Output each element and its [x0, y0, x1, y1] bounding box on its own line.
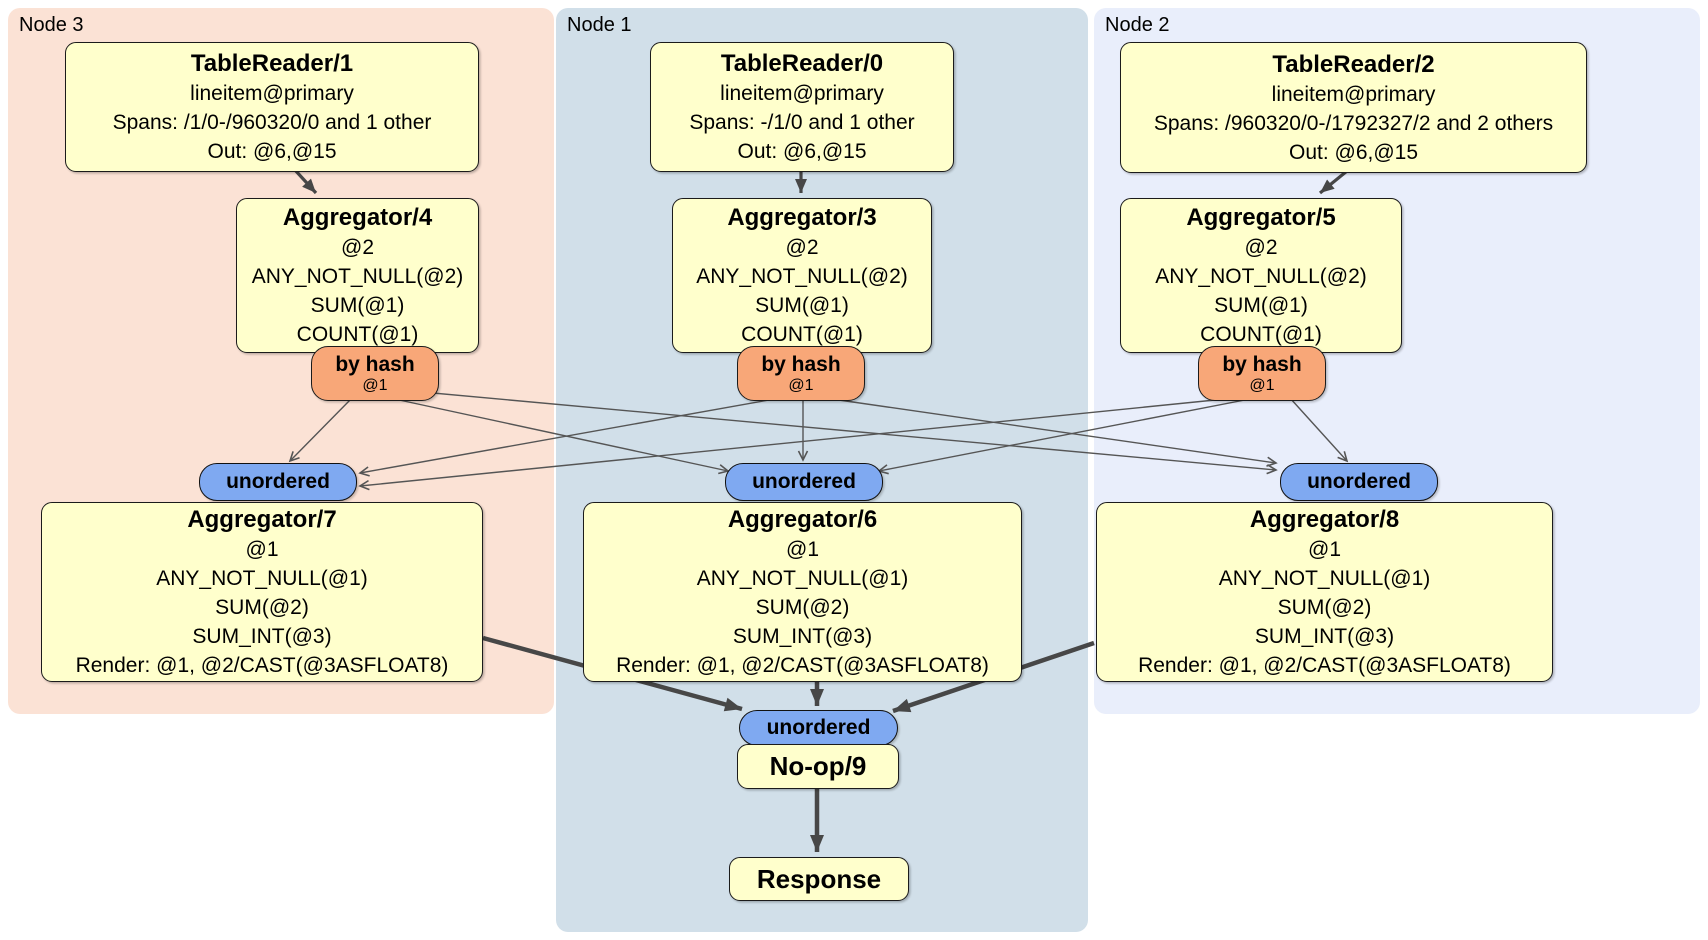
- router-stream: @1: [788, 376, 814, 394]
- sync-label: unordered: [226, 470, 330, 493]
- sync-label: unordered: [752, 470, 856, 493]
- processor-line: lineitem@primary: [190, 82, 354, 105]
- router-by-hash-4: by hash @1: [311, 346, 439, 401]
- processor-line: Spans: -/1/0 and 1 other: [689, 111, 915, 134]
- processor-line: SUM_INT(@3): [192, 625, 332, 648]
- processor-line: Spans: /960320/0-/1792327/2 and 2 others: [1153, 111, 1554, 135]
- router-by-hash-5: by hash @1: [1198, 346, 1326, 401]
- processor-title: Aggregator/4: [282, 204, 433, 231]
- processor-title: No-op/9: [769, 751, 867, 781]
- processor-line: Out: @6,@15: [737, 140, 867, 163]
- processor-title: Aggregator/5: [1186, 204, 1336, 231]
- processor-aggregator-7: Aggregator/7 @1 ANY_NOT_NULL(@1) SUM(@2)…: [41, 502, 483, 682]
- processor-line: Render: @1, @2/CAST(@3ASFLOAT8): [75, 654, 449, 677]
- processor-title: Aggregator/6: [727, 506, 878, 533]
- processor-line: Out: @6,@15: [1288, 140, 1419, 164]
- processor-aggregator-6: Aggregator/6 @1 ANY_NOT_NULL(@1) SUM(@2)…: [583, 502, 1022, 682]
- sync-label: unordered: [766, 716, 871, 739]
- processor-tablereader-1: TableReader/1 lineitem@primary Spans: /1…: [65, 42, 479, 172]
- processor-line: SUM(@1): [1214, 294, 1308, 317]
- processor-aggregator-8: Aggregator/8 @1 ANY_NOT_NULL(@1) SUM(@2)…: [1096, 502, 1553, 682]
- processor-line: Out: @6,@15: [207, 140, 337, 163]
- router-stream: @1: [1249, 376, 1275, 394]
- processor-line: @2: [1244, 236, 1278, 259]
- sync-label: unordered: [1307, 470, 1411, 493]
- processor-title: Response: [756, 863, 882, 894]
- processor-title: Aggregator/7: [187, 506, 337, 533]
- processor-aggregator-5: Aggregator/5 @2 ANY_NOT_NULL(@2) SUM(@1)…: [1120, 198, 1402, 353]
- processor-title: TableReader/2: [1272, 50, 1435, 78]
- sync-unordered-final: unordered: [739, 710, 898, 746]
- processor-aggregator-4: Aggregator/4 @2 ANY_NOT_NULL(@2) SUM(@1)…: [236, 198, 479, 353]
- processor-line: SUM(@1): [310, 294, 405, 317]
- processor-line: @1: [245, 538, 279, 561]
- sync-unordered-left: unordered: [199, 463, 357, 501]
- processor-line: SUM(@1): [755, 294, 849, 317]
- processor-line: SUM_INT(@3): [1254, 625, 1395, 648]
- processor-aggregator-3: Aggregator/3 @2 ANY_NOT_NULL(@2) SUM(@1)…: [672, 198, 932, 353]
- processor-title: TableReader/1: [190, 50, 354, 77]
- panel-node-1-label: Node 1: [567, 14, 632, 36]
- processor-line: ANY_NOT_NULL(@1): [156, 567, 368, 590]
- router-label: by hash: [1222, 352, 1302, 376]
- processor-noop-9: No-op/9: [737, 744, 899, 789]
- processor-title: Aggregator/8: [1249, 506, 1400, 533]
- processor-line: ANY_NOT_NULL(@2): [696, 265, 908, 288]
- processor-line: @1: [786, 538, 819, 561]
- processor-line: ANY_NOT_NULL(@1): [1218, 567, 1431, 590]
- processor-line: Spans: /1/0-/960320/0 and 1 other: [112, 111, 432, 134]
- processor-line: SUM(@2): [755, 596, 850, 619]
- processor-line: COUNT(@1): [1200, 323, 1322, 346]
- panel-node-3-label: Node 3: [19, 14, 84, 36]
- processor-line: COUNT(@1): [741, 323, 863, 346]
- processor-line: SUM(@2): [215, 596, 309, 619]
- router-label: by hash: [761, 352, 841, 376]
- processor-line: lineitem@primary: [720, 82, 884, 105]
- processor-title: Aggregator/3: [727, 204, 877, 231]
- router-label: by hash: [335, 352, 415, 376]
- processor-line: lineitem@primary: [1271, 82, 1436, 106]
- processor-title: TableReader/0: [720, 50, 884, 77]
- processor-response: Response: [729, 857, 909, 901]
- panel-node-2-label: Node 2: [1105, 14, 1170, 36]
- processor-line: Render: @1, @2/CAST(@3ASFLOAT8): [1138, 654, 1511, 677]
- processor-line: SUM(@2): [1277, 596, 1372, 619]
- sync-unordered-mid: unordered: [725, 463, 883, 501]
- router-stream: @1: [362, 376, 388, 394]
- processor-line: ANY_NOT_NULL(@2): [251, 265, 464, 288]
- processor-line: @2: [341, 236, 374, 259]
- processor-line: Render: @1, @2/CAST(@3ASFLOAT8): [616, 654, 989, 677]
- processor-line: @2: [785, 236, 819, 259]
- router-by-hash-3: by hash @1: [737, 346, 865, 401]
- processor-line: @1: [1308, 538, 1341, 561]
- processor-tablereader-2: TableReader/2 lineitem@primary Spans: /9…: [1120, 42, 1587, 173]
- processor-line: ANY_NOT_NULL(@2): [1155, 265, 1367, 288]
- sync-unordered-right: unordered: [1280, 463, 1438, 501]
- processor-line: ANY_NOT_NULL(@1): [696, 567, 909, 590]
- processor-line: SUM_INT(@3): [732, 625, 873, 648]
- processor-line: COUNT(@1): [296, 323, 419, 346]
- processor-tablereader-0: TableReader/0 lineitem@primary Spans: -/…: [650, 42, 954, 172]
